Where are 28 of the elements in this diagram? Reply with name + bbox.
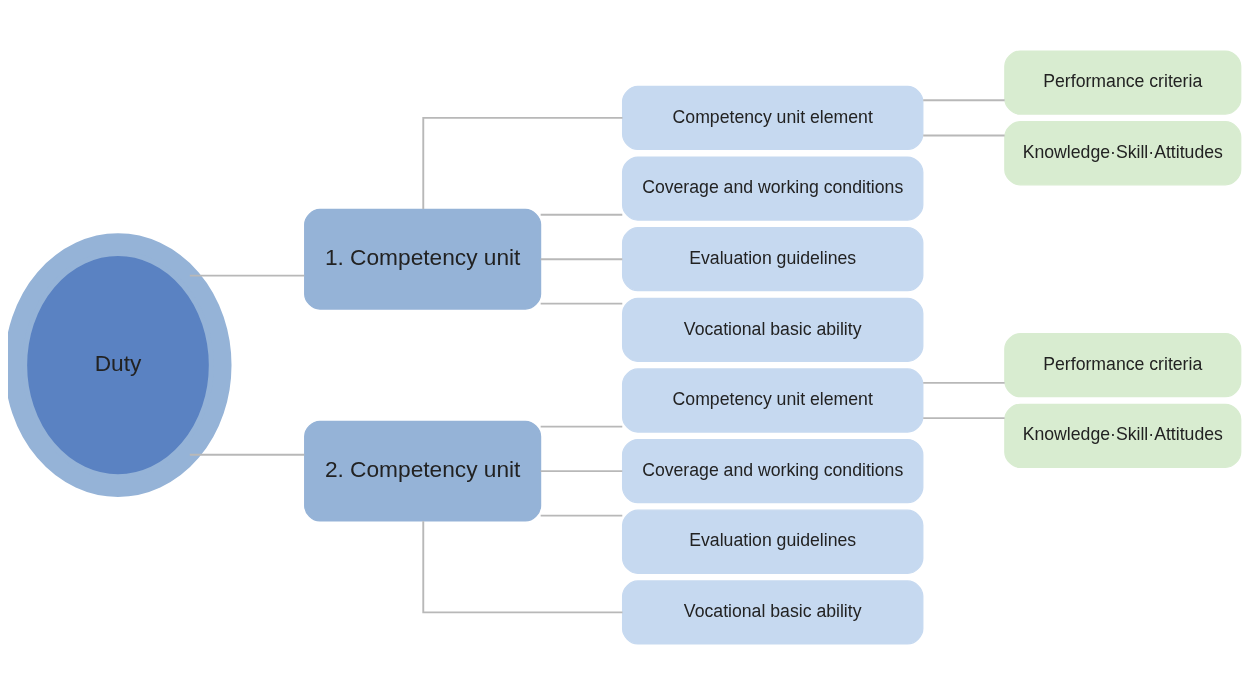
connector xyxy=(922,381,1006,384)
node-box: 2. Competency unit xyxy=(304,420,542,522)
node-box: Evaluation guidelines xyxy=(621,509,924,574)
node-box: Coverage and working conditions xyxy=(621,438,924,504)
connector xyxy=(188,274,306,277)
connector xyxy=(539,302,624,305)
node-box: Competency unit element xyxy=(621,368,924,433)
node-box: Vocational basic ability xyxy=(621,580,924,645)
connector xyxy=(922,134,1006,137)
connector xyxy=(539,425,624,428)
node-box: Coverage and working conditions xyxy=(621,156,924,221)
node-box: Performance criteria xyxy=(1004,333,1242,398)
connector xyxy=(539,470,624,473)
node-box: Performance criteria xyxy=(1004,50,1242,115)
node-box: Vocational basic ability xyxy=(621,297,924,362)
connector xyxy=(539,514,624,517)
node-box: Competency unit element xyxy=(621,85,924,151)
connector xyxy=(422,116,624,210)
node-box: 1. Competency unit xyxy=(304,208,542,310)
connector xyxy=(539,258,624,261)
connector xyxy=(922,417,1006,420)
node-box: Knowledge·Skill·Attitudes xyxy=(1004,121,1242,186)
connector xyxy=(422,520,624,614)
connector xyxy=(539,213,624,216)
node-box: Evaluation guidelines xyxy=(621,227,924,292)
node-box: Knowledge·Skill·Attitudes xyxy=(1004,403,1242,468)
connector xyxy=(922,99,1006,102)
connector xyxy=(188,453,306,456)
